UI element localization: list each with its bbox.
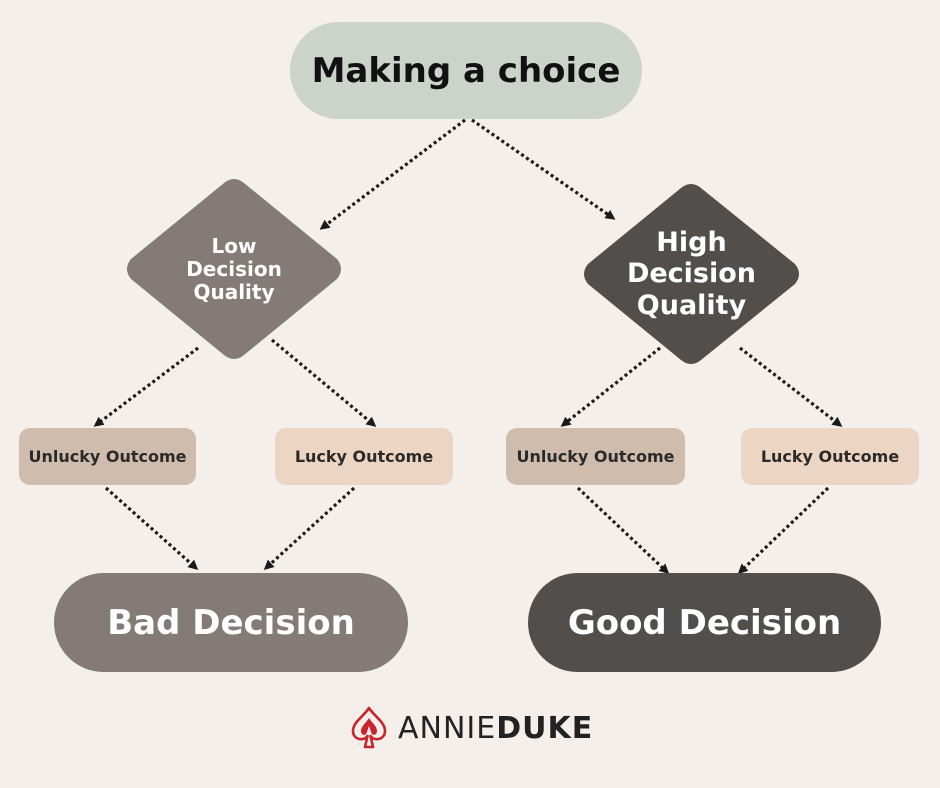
- high-label-line-2: Decision: [626, 258, 757, 290]
- arrow-high-to-unlucky: [560, 346, 661, 427]
- good-decision-node: Good Decision: [528, 573, 881, 672]
- bad-decision-label: Bad Decision: [107, 602, 355, 643]
- root-label: Making a choice: [311, 50, 621, 91]
- left-lucky-label: Lucky Outcome: [294, 447, 434, 466]
- arrow-unlucky-to-bad: [104, 486, 199, 570]
- low-quality-label: Low Decision Quality: [186, 233, 282, 304]
- arrow-low-to-lucky: [270, 338, 377, 427]
- arrow-lucky-to-good: [737, 486, 830, 575]
- high-diamond-shape: [584, 184, 799, 364]
- logo-annie: ANNIE: [398, 710, 497, 746]
- good-decision-label: Good Decision: [567, 602, 842, 643]
- annie-duke-logo: ANNIEDUKE: [350, 703, 593, 753]
- low-label-line-1: Low: [211, 233, 257, 258]
- bad-decision-node: Bad Decision: [54, 573, 408, 672]
- low-label-line-2: Decision: [186, 256, 282, 281]
- high-quality-diamond: High Decision Quality: [580, 183, 803, 365]
- right-unlucky-outcome: Unlucky Outcome: [506, 428, 685, 485]
- arrow-unlucky-to-good: [576, 486, 670, 575]
- left-lucky-outcome: Lucky Outcome: [275, 428, 453, 485]
- arrow-root-to-high: [471, 118, 616, 220]
- high-label-line-1: High: [656, 227, 727, 259]
- high-quality-label: High Decision Quality: [627, 227, 756, 320]
- logo-duke: DUKE: [496, 710, 594, 746]
- low-diamond-shape: [127, 179, 341, 359]
- low-label-line-3: Quality: [193, 279, 275, 304]
- right-unlucky-label: Unlucky Outcome: [516, 447, 675, 466]
- left-unlucky-label: Unlucky Outcome: [28, 447, 187, 466]
- spade-icon: [351, 706, 387, 749]
- low-quality-diamond: Low Decision Quality: [123, 178, 345, 360]
- root-node: Making a choice: [290, 22, 642, 119]
- high-label-line-3: Quality: [636, 289, 747, 321]
- arrow-lucky-to-bad: [263, 486, 356, 571]
- right-lucky-label: Lucky Outcome: [760, 447, 900, 466]
- right-lucky-outcome: Lucky Outcome: [741, 428, 919, 485]
- logo-wordmark: ANNIEDUKE: [398, 711, 593, 746]
- left-unlucky-outcome: Unlucky Outcome: [19, 428, 196, 485]
